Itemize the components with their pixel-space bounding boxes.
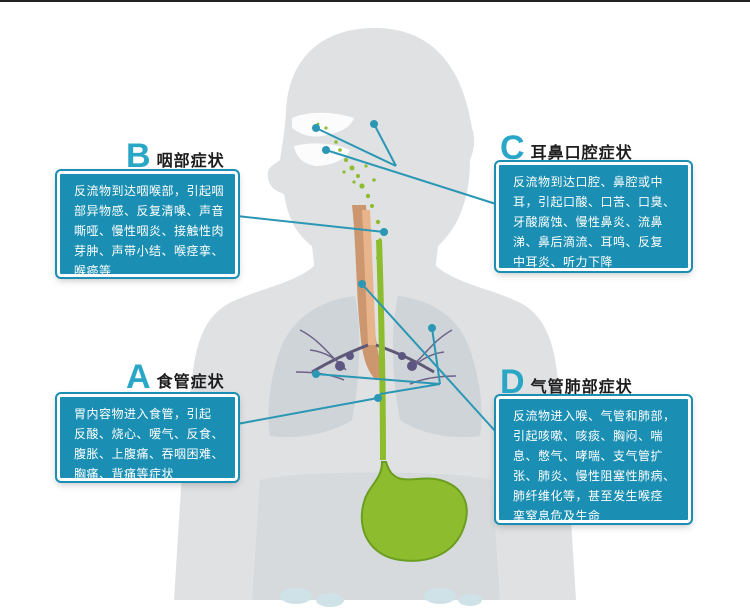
section-c-line: 牙酸腐蚀、慢性鼻炎、流鼻 [513, 215, 664, 229]
section-d-card: 反流物进入喉、气管和肺部， 引起咳嗽、咳痰、胸闷、喘 息、憋气、哮喘、支气管扩 … [494, 394, 693, 525]
stomach-droplets [382, 472, 430, 500]
section-d-line: 张、肺炎、慢性阻塞性肺病、 [513, 469, 676, 483]
pointer-line-d1 [361, 283, 497, 433]
section-c-heading: C 耳鼻口腔症状 [500, 131, 633, 165]
section-b-card: 反流物到达咽喉部，引起咽 部异物感、反复清嗓、声音 嘶哑、慢性咽炎、接触性肉 芽… [55, 169, 240, 279]
section-a-card: 胃内容物进入食管，引起 反酸、烧心、嗳气、反食、 腹胀、上腹痛、吞咽困难、 胸痛… [55, 392, 240, 483]
nasal-cavity [292, 112, 354, 137]
section-b-heading: B 咽部症状 [126, 139, 225, 173]
section-c-line: 中耳炎、听力下降 [513, 255, 614, 269]
section-b-title: 咽部症状 [156, 151, 225, 170]
top-border-line [0, 0, 750, 2]
section-b-line: 部异物感、反复清嗓、声音 [74, 204, 225, 218]
reflux-droplets [316, 122, 382, 260]
section-d-line: 肺纤维化等，甚至发生喉痉 [513, 489, 664, 503]
section-d-letter: D [500, 363, 525, 401]
section-d-line: 息、憋气、哮喘、支气管扩 [513, 449, 664, 463]
section-c-title: 耳鼻口腔症状 [530, 143, 633, 162]
section-b-letter: B [126, 137, 151, 175]
section-c-letter: C [500, 129, 525, 167]
bronchial-nodes [335, 352, 417, 371]
pointer-line-d4 [379, 383, 441, 395]
stomach [361, 462, 467, 561]
section-b-line: 反流物到达咽喉部，引起咽 [74, 184, 225, 198]
pointer-line-c3 [315, 127, 397, 167]
section-a-line: 反酸、烧心、嗳气、反食、 [74, 427, 225, 441]
pointer-line-d2 [315, 373, 441, 385]
bottom-bubbles [280, 588, 482, 607]
section-a-title: 食管症状 [156, 372, 225, 391]
section-a-heading: A 食管症状 [126, 360, 225, 394]
trachea [362, 210, 376, 345]
pointer-line-c1 [325, 149, 497, 205]
pointer-dots [312, 120, 436, 402]
pointer-lines [236, 123, 497, 433]
section-c-line: 反流物到达口腔、鼻腔或中 [513, 175, 664, 189]
reflux-column [376, 240, 386, 460]
stomach-outline [360, 461, 468, 562]
section-a-line: 胃内容物进入食管，引起 [74, 407, 212, 421]
section-a-letter: A [126, 358, 151, 396]
left-lung [268, 296, 360, 438]
section-b-line: 喉癌等 [74, 264, 112, 278]
section-a-line: 胸痛、背痛等症状 [74, 467, 175, 481]
section-c-line: 涕、鼻后滴流、耳鸣、反复 [513, 235, 664, 249]
section-d-line: 反流物进入喉、气管和肺部， [513, 409, 676, 423]
section-d-line: 挛窒息危及生命 [513, 509, 601, 523]
section-b-line: 芽肿、声带小结、喉痉挛、 [74, 244, 225, 258]
oral-cavity [294, 143, 350, 166]
section-d-title: 气管肺部症状 [530, 377, 633, 396]
pointer-line-c2 [373, 123, 397, 167]
section-d-heading: D 气管肺部症状 [500, 365, 633, 399]
section-c-line: 耳，引起口酸、口苦、口臭、 [513, 195, 676, 209]
section-d-line: 引起咳嗽、咳痰、胸闷、喘 [513, 429, 664, 443]
pointer-line-b [236, 215, 385, 233]
section-b-line: 嘶哑、慢性咽炎、接触性肉 [74, 224, 225, 238]
section-c-card: 反流物到达口腔、鼻腔或中 耳，引起口酸、口苦、口臭、 牙酸腐蚀、慢性鼻炎、流鼻 … [494, 160, 693, 273]
pointer-line-d3 [431, 327, 441, 385]
pointer-line-a [236, 397, 379, 425]
section-a-line: 腹胀、上腹痛、吞咽困难、 [74, 447, 225, 461]
